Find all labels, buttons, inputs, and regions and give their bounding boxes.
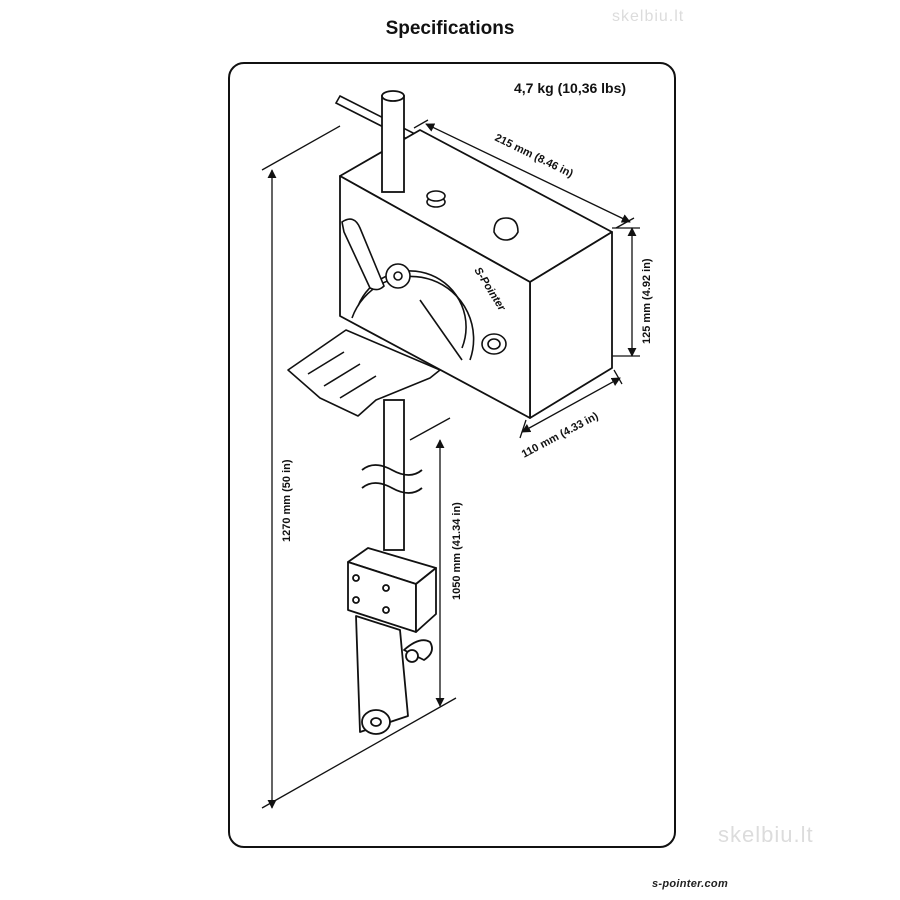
- large-knob: [493, 217, 519, 241]
- top-column: [381, 90, 405, 193]
- support-pole: [361, 399, 423, 551]
- dimension-lines: [261, 119, 640, 809]
- diagram-frame: [228, 62, 676, 848]
- page-title: Specifications: [385, 18, 515, 39]
- total-height-dim-label: 1270 mm (50 in): [281, 459, 293, 542]
- pole-length-dim-label: 1050 mm (41.34 in): [451, 502, 463, 600]
- mounting-bracket: [287, 329, 441, 417]
- watermark-top: skelbiu.lt: [612, 8, 685, 25]
- depth-dim-line: [521, 377, 621, 433]
- footer-website[interactable]: s-pointer.com: [652, 878, 729, 890]
- tilt-handle: [341, 218, 411, 291]
- adapter-arm: [355, 615, 433, 735]
- front-knob: [481, 333, 507, 355]
- height-dim-label: 125 mm (4.92 in): [641, 258, 653, 344]
- watermark-bottom: skelbiu.lt: [718, 822, 814, 847]
- clamp-block: [347, 547, 437, 633]
- width-dim-line: [425, 123, 631, 223]
- weight-label: 4,7 kg (10,36 lbs): [514, 80, 627, 96]
- width-dim-label: 215 mm (8.46 in): [493, 132, 575, 180]
